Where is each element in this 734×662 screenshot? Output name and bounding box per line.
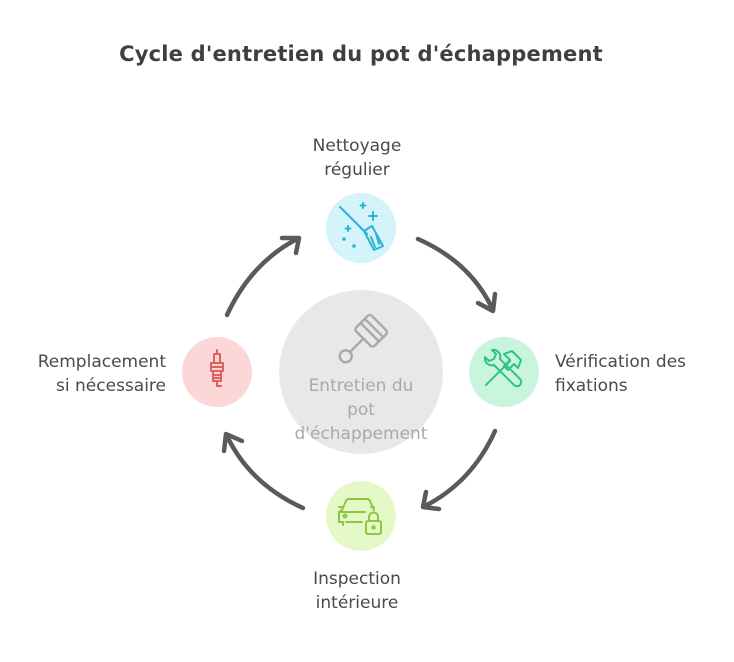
wrench-hammer-icon — [483, 348, 523, 388]
arrow-bottom-to-left — [221, 431, 306, 511]
arrow-left-to-top — [224, 235, 302, 318]
step-label-line: Vérification des — [555, 352, 687, 372]
step-label-line: Inspection — [313, 569, 401, 589]
center-circle — [279, 290, 443, 454]
step-label-line: fixations — [555, 376, 628, 396]
step-label-remplacement: Remplacement si nécessaire — [0, 350, 166, 398]
diagram-title: Cycle d'entretien du pot d'échappement — [119, 42, 603, 66]
step-label-line: Nettoyage — [312, 136, 402, 156]
arrow-top-to-right — [415, 236, 498, 314]
step-label-line: si nécessaire — [56, 376, 166, 396]
step-label-verification: Vérification des fixations — [555, 350, 725, 398]
piston-icon — [338, 313, 389, 364]
step-label-line: intérieure — [315, 593, 399, 613]
spark-plug-icon — [210, 349, 224, 387]
center-label-line: d'échappement — [294, 424, 428, 444]
center-label-line: pot — [347, 400, 375, 420]
step-label-inspection: Inspection intérieure — [257, 567, 457, 615]
step-label-nettoyage: Nettoyage régulier — [257, 134, 457, 182]
node-circle-inspection — [326, 481, 396, 551]
node-circle-verification — [469, 337, 539, 407]
step-label-line: régulier — [324, 160, 390, 180]
step-label-line: Remplacement — [37, 352, 166, 372]
center-label: Entretien du pot d'échappement — [281, 374, 441, 446]
car-lock-icon — [338, 498, 382, 535]
broom-sparkles-icon — [339, 202, 384, 251]
arrow-right-to-bottom — [420, 428, 498, 512]
center-label-line: Entretien du — [308, 376, 414, 396]
